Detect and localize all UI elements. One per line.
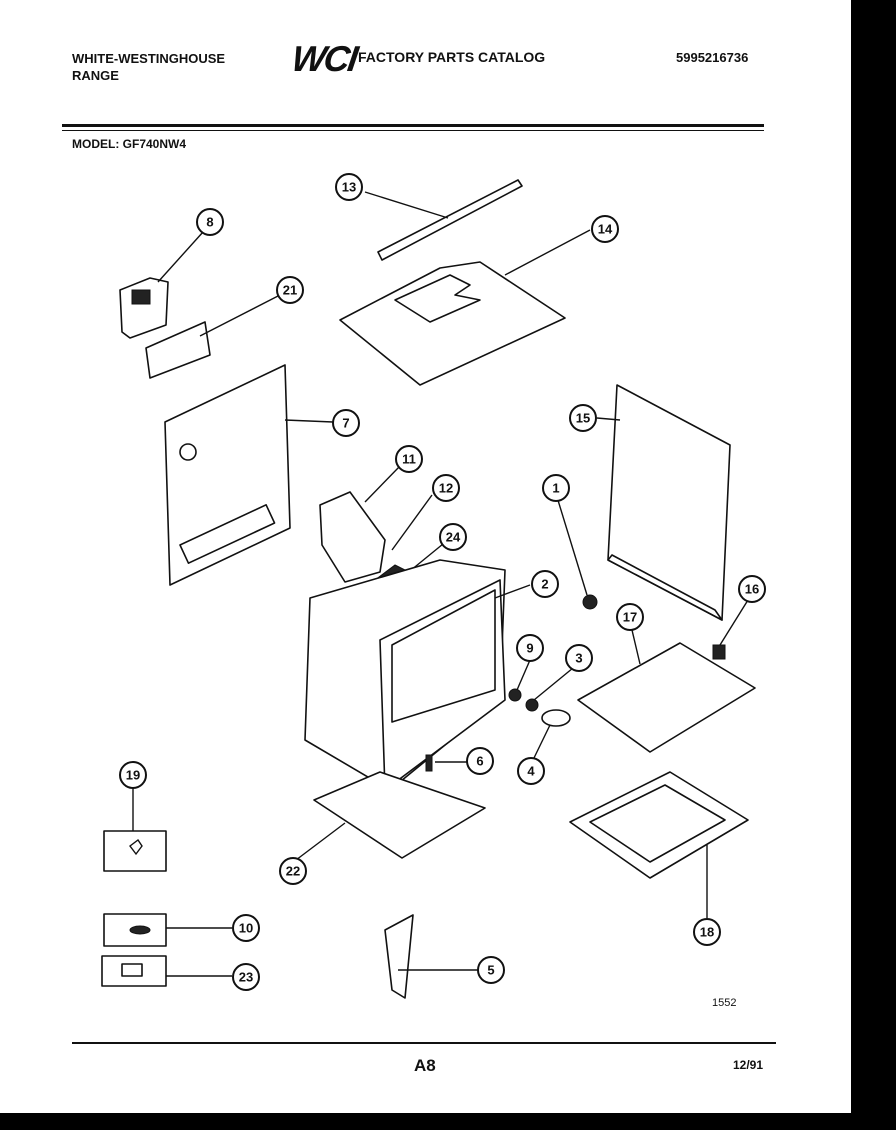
svg-text:16: 16 — [745, 582, 759, 597]
callout-19: 19 — [119, 761, 147, 789]
svg-text:14: 14 — [598, 222, 613, 237]
callout-17: 17 — [616, 603, 644, 631]
catalog-title: FACTORY PARTS CATALOG — [358, 49, 546, 65]
revision-date: 12/91 — [733, 1058, 764, 1072]
callout-14: 14 — [591, 215, 619, 243]
callout-23: 23 — [232, 963, 260, 991]
model-number: MODEL: GF740NW4 — [72, 137, 187, 151]
part-13-trim-bar — [364, 179, 523, 261]
part-18-broiler-pan — [569, 771, 749, 918]
callout-1: 1 — [542, 474, 570, 502]
svg-text:1: 1 — [552, 481, 559, 496]
part-10-hardware-bag — [103, 913, 232, 947]
svg-text:15: 15 — [576, 411, 590, 426]
callout-12: 12 — [432, 474, 460, 502]
catalog-number: 5995216736 — [676, 50, 749, 65]
callout-11: 11 — [395, 445, 423, 473]
callout-7: 7 — [332, 409, 360, 437]
svg-text:5: 5 — [487, 963, 494, 978]
svg-text:6: 6 — [476, 754, 483, 769]
callout-22: 22 — [279, 857, 307, 885]
callout-3: 3 — [565, 644, 593, 672]
part-14-top-panel — [339, 229, 591, 386]
part-9-3-4-fasteners — [508, 659, 574, 761]
svg-text:3: 3 — [575, 651, 582, 666]
svg-text:7: 7 — [342, 416, 349, 431]
drawing-number: 1552 — [712, 997, 737, 1009]
callout-10: 10 — [232, 914, 260, 942]
svg-text:9: 9 — [526, 641, 533, 656]
part-19-hardware-bag — [103, 788, 167, 872]
brand-name: WHITE-WESTINGHOUSE — [72, 51, 226, 66]
part-1-screw — [556, 496, 598, 610]
part-2-oven-body — [304, 559, 531, 791]
svg-text:10: 10 — [239, 921, 253, 936]
scan-border-right — [851, 0, 896, 1130]
callout-18: 18 — [693, 918, 721, 946]
part-22-bottom-panel — [295, 771, 486, 861]
footer-rule — [72, 1042, 776, 1044]
header-rule — [62, 124, 764, 127]
part-16-leveler — [712, 599, 749, 660]
part-8-control-box — [119, 231, 204, 339]
page-number: A8 — [414, 1056, 436, 1075]
callout-21: 21 — [276, 276, 304, 304]
brand-header: WHITE-WESTINGHOUSE RANGE — [72, 50, 225, 84]
part-6-clip — [425, 754, 467, 772]
part-21-panel-strip — [145, 295, 279, 379]
svg-text:12: 12 — [439, 481, 453, 496]
callout-5: 5 — [477, 956, 505, 984]
svg-text:11: 11 — [402, 452, 416, 467]
svg-text:19: 19 — [126, 768, 140, 783]
svg-text:23: 23 — [239, 970, 253, 985]
part-5-bracket — [384, 914, 480, 999]
callout-24: 24 — [439, 523, 467, 551]
callout-8: 8 — [196, 208, 224, 236]
svg-text:8: 8 — [206, 215, 213, 230]
callout-15: 15 — [569, 404, 597, 432]
part-11-vent-duct — [319, 465, 401, 583]
callout-16: 16 — [738, 575, 766, 603]
scan-border-bottom — [0, 1113, 896, 1130]
svg-text:17: 17 — [623, 610, 637, 625]
callout-2: 2 — [531, 570, 559, 598]
svg-text:18: 18 — [700, 925, 714, 940]
callout-13: 13 — [335, 173, 363, 201]
callout-9: 9 — [516, 634, 544, 662]
svg-text:21: 21 — [283, 283, 297, 298]
header-rule-thin — [62, 130, 764, 131]
part-17-oven-rack — [577, 629, 756, 753]
callout-4: 4 — [517, 757, 545, 785]
callout-6: 6 — [466, 747, 494, 775]
product-type: RANGE — [72, 68, 119, 83]
part-7-rear-panel — [164, 364, 334, 586]
svg-text:2: 2 — [541, 577, 548, 592]
svg-text:22: 22 — [286, 864, 300, 879]
svg-text:24: 24 — [446, 530, 461, 545]
svg-text:13: 13 — [342, 180, 356, 195]
part-23-hardware-bag — [101, 955, 232, 987]
svg-text:4: 4 — [527, 764, 535, 779]
part-15-side-panel — [596, 384, 731, 621]
